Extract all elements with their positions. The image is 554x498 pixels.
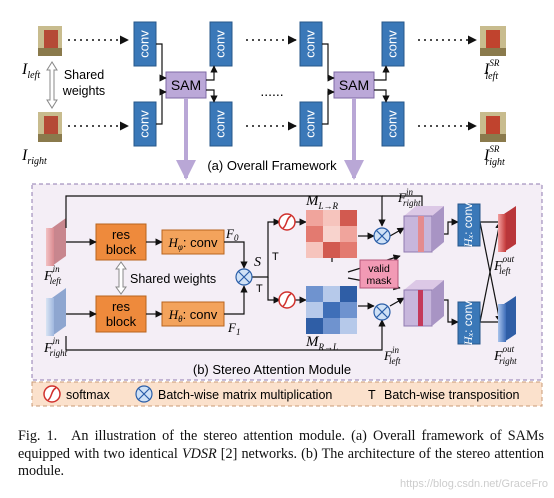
conv-box-4: conv: [209, 101, 233, 147]
legend-softmax-icon: [43, 385, 61, 403]
figure-caption: Fig. 1.An illustration of the stereo att…: [18, 428, 544, 481]
t-label-1: T: [272, 251, 279, 263]
watermark: https://blog.csdn.net/GraceFro: [400, 478, 548, 490]
svg-text:mask: mask: [366, 275, 392, 287]
svg-text:Hθ: conv: Hθ: conv: [168, 307, 218, 324]
svg-text:res: res: [112, 227, 131, 242]
attention-map-rl: [306, 286, 357, 334]
sam-panel-caption: (b) Stereo Attention Module: [193, 362, 351, 377]
feature-right-in: [46, 288, 66, 336]
shared-weights-small-arrow: [115, 261, 127, 295]
svg-text:Hφ: conv: Hφ: conv: [167, 235, 218, 252]
shared-weights-small-label: Shared weights: [130, 272, 216, 286]
legend-softmax-label: softmax: [66, 388, 111, 402]
f0-label: F0: [225, 226, 239, 243]
input-left-label: Ileft: [21, 61, 40, 81]
legend-bmm-icon: [135, 385, 153, 403]
conv-box-7: conv: [381, 21, 405, 67]
svg-text:conv: conv: [302, 30, 317, 58]
svg-text:block: block: [106, 242, 137, 257]
caption-text-1: An illustration of the stereo attention …: [18, 428, 544, 462]
softmax-node-top: [278, 213, 296, 231]
caption-vdsr: VDSR: [181, 445, 217, 462]
s-label: S: [254, 255, 261, 270]
h-phi-box: Hφ: conv: [161, 229, 225, 255]
overall-framework-caption: (a) Overall Framework: [207, 158, 337, 173]
f1-label: F1: [227, 320, 240, 337]
svg-text:res: res: [112, 299, 131, 314]
output-left-image: [480, 26, 506, 56]
output-right-image: [480, 112, 506, 142]
svg-text:conv: conv: [302, 110, 317, 138]
input-right-image: [38, 112, 62, 142]
svg-text:conv: conv: [212, 30, 227, 58]
shared-weights-label-1: Shared: [64, 68, 104, 82]
m-lr-label: ML→R: [305, 193, 339, 211]
svg-text:block: block: [106, 314, 137, 329]
t-label-2: T: [256, 283, 263, 295]
svg-text:conv: conv: [384, 30, 399, 58]
caption-label: Fig. 1.: [18, 428, 58, 444]
svg-text:SAM: SAM: [339, 77, 369, 93]
conv-box-1: conv: [133, 21, 157, 67]
concat-feature-bottom: [403, 280, 444, 327]
svg-text:Hx: conv: Hx: conv: [461, 203, 475, 248]
svg-text:conv: conv: [384, 110, 399, 138]
sam-box-2: SAM: [333, 71, 375, 99]
feature-left-in: [46, 218, 66, 266]
legend-bmm-label: Batch-wise matrix multiplication: [158, 388, 332, 402]
conv-box-2: conv: [133, 101, 157, 147]
m-rl-label: MR→L: [305, 334, 338, 352]
legend-bar: [31, 381, 543, 407]
hx-conv-box-bottom: Hx: conv: [457, 301, 481, 346]
bmm-node-top: [373, 227, 391, 245]
conv-box-8: conv: [381, 101, 405, 147]
svg-text:SAM: SAM: [171, 77, 201, 93]
shared-weights-arrow: [46, 61, 58, 109]
conv-box-5: conv: [299, 21, 323, 67]
caption-text-2: [2] networks. (b) The architecture of th…: [18, 445, 544, 480]
conv-box-6: conv: [299, 101, 323, 147]
attention-map-lr: [306, 210, 357, 258]
legend-t-icon: T: [368, 388, 376, 402]
hx-conv-box-top: Hx: conv: [457, 203, 481, 248]
svg-text:Hx: conv: Hx: conv: [461, 301, 475, 346]
h-theta-box: Hθ: conv: [161, 301, 225, 327]
svg-text:conv: conv: [212, 110, 227, 138]
feature-right-out: [498, 296, 516, 342]
input-left-image: [38, 26, 62, 56]
bmm-node-center: [235, 268, 253, 286]
sam-box-1: SAM: [165, 71, 207, 99]
bmm-node-bottom: [373, 303, 391, 321]
legend-transpose-label: Batch-wise transposition: [384, 388, 520, 402]
softmax-node-bottom: [278, 291, 296, 309]
input-right-label: Iright: [21, 147, 47, 167]
shared-weights-label-2: weights: [62, 84, 105, 98]
dots-middle: ......: [260, 83, 283, 99]
conv-box-3: conv: [209, 21, 233, 67]
feature-left-out: [498, 206, 516, 252]
concat-feature-top: [403, 206, 444, 253]
svg-text:conv: conv: [136, 30, 151, 58]
svg-text:conv: conv: [136, 110, 151, 138]
svg-text:valid: valid: [368, 263, 390, 275]
